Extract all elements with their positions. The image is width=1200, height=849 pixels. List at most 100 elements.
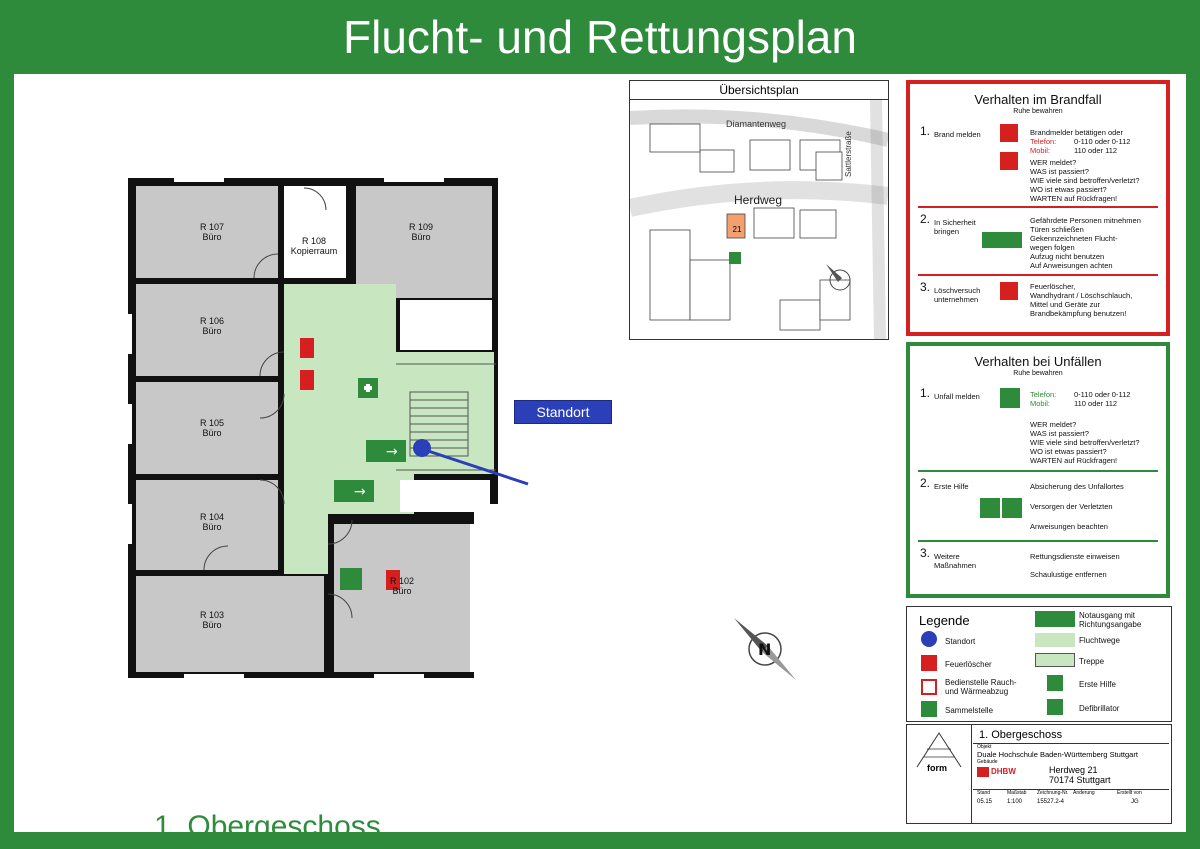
street-herdweg (630, 181, 888, 217)
wc-upper (400, 300, 492, 350)
scale-label: Maßstab (1007, 790, 1027, 796)
form-logo-icon (916, 732, 962, 768)
accident-q1: WER meldet? (1030, 420, 1077, 429)
exit-sign-icon (334, 480, 374, 502)
fire-divider (918, 206, 1158, 208)
accident-title: Verhalten bei Unfällen (974, 354, 1102, 369)
room-r105 (136, 382, 278, 474)
standort-callout: Standort (514, 400, 612, 424)
fire-divider (918, 274, 1158, 276)
legend-sammel: Sammelstelle (945, 706, 994, 715)
accident-tel-label: Telefon: (1030, 390, 1057, 399)
legend-erstehilfe: Erste Hilfe (1079, 680, 1116, 689)
fire-step2-l3: Gekennzeichneten Flucht- (1030, 234, 1118, 243)
creator-label: Erstellt von (1117, 790, 1142, 796)
fire-step2-l2: Türen schließen (1030, 225, 1084, 234)
legend-notaus2: Richtungsangabe (1079, 620, 1142, 629)
fire-step3-label2: unternehmen (934, 295, 979, 304)
legend-title: Legende (919, 613, 970, 628)
title-block: form 1. Obergeschoss Objekt Duale Hochsc… (906, 724, 1172, 824)
address-line1: Herdweg 21 (1049, 765, 1098, 775)
fire-step3-l3: Mittel und Geräte zur (1030, 300, 1101, 309)
accident-step3-num: 3. (920, 546, 931, 560)
overview-street2: Herdweg (734, 193, 783, 207)
phone-icon (1000, 388, 1020, 408)
fire-extinguisher-icon (300, 338, 314, 358)
stairs-swatch (1035, 653, 1075, 667)
accident-step2-l2: Versorgen der Verletzten (1030, 502, 1113, 511)
svg-text:→: → (354, 484, 366, 500)
svg-text:→: → (386, 444, 398, 460)
standort-callout-label: Standort (536, 404, 590, 420)
svg-text:N: N (758, 640, 771, 659)
fire-title: Verhalten im Brandfall (974, 92, 1102, 107)
legend-defi: Defibrillator (1079, 704, 1120, 713)
defibrillator-icon (1047, 699, 1063, 715)
accident-step2-l3: Anweisungen beachten (1030, 522, 1108, 531)
fire-extinguisher-icon (300, 370, 314, 390)
room-r103 (136, 576, 324, 672)
phone-icon (1000, 152, 1018, 170)
accident-divider (918, 540, 1158, 542)
fire-q4: WO ist etwas passiert? (1030, 185, 1107, 194)
overview-street1: Diamantenweg (726, 119, 787, 129)
title-divider (973, 789, 1169, 790)
owner-label: Objekt (977, 744, 992, 750)
fire-instructions: Verhalten im Brandfall Ruhe bewahren 1. … (906, 80, 1170, 336)
fire-tel: 0-110 oder 0-112 (1074, 137, 1131, 146)
address-line2: 70174 Stuttgart (1049, 775, 1111, 785)
fire-step2-num: 2. (920, 212, 931, 226)
overview-street3: Sattlerstraße (844, 131, 853, 177)
accident-instructions: Verhalten bei Unfällen Ruhe bewahren 1. … (906, 342, 1170, 598)
fire-extinguisher-icon (1000, 282, 1018, 300)
room-r106 (136, 284, 278, 376)
drawing: 15527.2-4 (1037, 799, 1065, 805)
standort-line (421, 447, 529, 486)
accident-mob-label: Mobil: (1030, 399, 1051, 408)
accident-step2-num: 2. (920, 476, 931, 490)
assembly-point-icon (729, 252, 741, 264)
fire-step1-num: 1. (920, 124, 931, 138)
room-r104 (136, 480, 278, 570)
north-arrow-icon: N (734, 618, 796, 680)
accident-step3-l2: Schaulustige entfernen (1030, 570, 1107, 579)
fire-alarm-icon (1000, 124, 1018, 142)
overview-map: Übersichtsplan Diamantenweg (629, 80, 889, 340)
sign-glyphs: → → (354, 384, 398, 500)
fire-step2-l1: Gefährdete Personen mitnehmen (1030, 216, 1141, 225)
wc-lower (400, 480, 490, 512)
header-bar: Flucht- und Rettungsplan (0, 0, 1200, 74)
legend-bedien2: und Wärmeabzug (945, 687, 1009, 696)
fire-q2: WAS ist passiert? (1030, 167, 1089, 176)
fire-q1: WER meldet? (1030, 158, 1077, 167)
legend-feuerloescher: Feuerlöscher (945, 660, 992, 669)
overview-buildings (649, 123, 851, 331)
overview-title: Übersichtsplan (630, 81, 888, 100)
room-r109 (356, 186, 492, 298)
accident-step3-l1: Rettungsdienste einweisen (1030, 552, 1120, 561)
fire-step2-l4: wegen folgen (1030, 243, 1075, 252)
legend-treppe: Treppe (1079, 657, 1105, 666)
first-aid-icon (1002, 498, 1022, 518)
accident-step3-label1: Weitere (934, 552, 960, 561)
creator: JG (1131, 799, 1139, 805)
first-aid-icon (1047, 675, 1063, 691)
page-title: Flucht- und Rettungsplan (343, 11, 857, 63)
overview-svg (630, 100, 888, 339)
fire-step2-l5: Aufzug nicht benutzen (1030, 252, 1105, 261)
fire-step1-label: Brand melden (934, 130, 981, 139)
outside-right (474, 504, 504, 684)
accident-tel: 0-110 oder 0-112 (1074, 390, 1131, 399)
escape-route-swatch (1035, 633, 1075, 647)
dhbw-logo-text: DHBW (991, 767, 1016, 776)
fire-step2-label1: In Sicherheit (934, 218, 976, 227)
accident-step1-num: 1. (920, 386, 931, 400)
fire-extinguisher-icon (921, 655, 937, 671)
fire-q3: WIE viele sind betroffen/verletzt? (1030, 176, 1140, 185)
scale: 1:100 (1007, 799, 1023, 805)
